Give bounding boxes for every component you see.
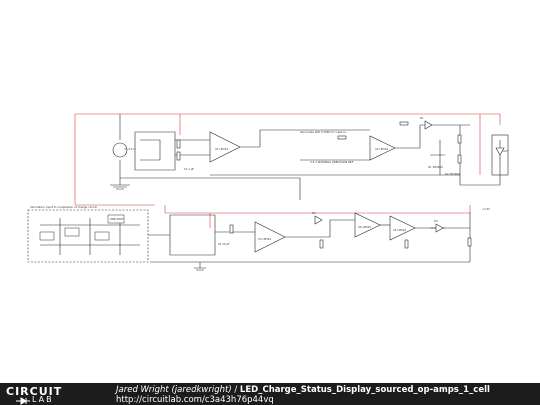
wire-opamp-u1-out [240, 129, 370, 148]
sim-block-2 [64, 227, 80, 237]
label-d2: D2 [312, 211, 316, 215]
simulation-box [27, 209, 149, 263]
label-u5: U5 LM324 [393, 228, 406, 232]
label-d3: D3 [434, 219, 438, 223]
wire-upper-main [120, 177, 301, 200]
diode-logo-icon [16, 397, 30, 405]
wire-transistor-q1 [430, 140, 445, 175]
circuitlab-logo[interactable]: CIRCUIT LAB [6, 385, 96, 405]
resistor-r1 [176, 139, 181, 149]
label-vcc: +3.3V [482, 207, 490, 211]
wire-upper-inner [140, 139, 161, 161]
wire-lower-main [148, 231, 255, 236]
resistor-r3 [337, 135, 347, 140]
footer-bar: CIRCUIT LAB Jared Wright (jaredkwright) … [0, 383, 540, 405]
led-output-box [491, 134, 509, 176]
logo-top-text: CIRCUIT [6, 385, 63, 398]
opamp-u2 [369, 135, 396, 161]
wire-opamp-u3-out [285, 219, 355, 238]
sim-block-4 [107, 214, 125, 224]
label-u3: U3 LM324 [258, 237, 271, 241]
resistor-r2 [176, 151, 181, 161]
circuit-title[interactable]: LED_Charge_Status_Display_sourced_op-amp… [239, 385, 490, 395]
resistor-r6 [457, 154, 462, 164]
sim-block-1 [39, 231, 55, 241]
label-u2: U2 LM324 [375, 147, 388, 151]
wire-opamp-u1-in [175, 139, 210, 156]
resistor-r7 [319, 239, 324, 249]
credit-separator: / [234, 385, 238, 395]
author-name[interactable]: Jared Wright (jaredkwright) [116, 385, 232, 395]
label-block-oneshot: ONE SHOT [110, 217, 124, 221]
diode-d2 [314, 215, 323, 225]
label-c1: C1 1 µF [184, 167, 194, 171]
power-rail-second [164, 205, 471, 214]
label-q2: Q2 2N3904 [445, 172, 460, 176]
note-simulation-box: Simulation input to completion of charge… [30, 205, 98, 209]
wire-lower-block [169, 214, 216, 256]
schematic-canvas: V1 3.3 V U1 LM324 U2 LM324 U3 LM324 U4 L… [27, 113, 509, 271]
voltage-source-v1 [112, 142, 128, 158]
label-out: OUT [503, 149, 509, 153]
resistor-r9 [467, 237, 472, 247]
resistor-r10 [404, 239, 409, 249]
label-u1: U1 LM324 [215, 147, 228, 151]
led-d3 [435, 223, 444, 233]
power-rail-top [75, 113, 501, 125]
wire-opamp-u5-out [415, 212, 471, 229]
logo-bottom-text: LAB [32, 395, 54, 404]
resistor-r8 [229, 224, 234, 234]
credit-line: Jared Wright (jaredkwright) / LED_Charge… [116, 385, 490, 395]
label-c2: C2 10 µF [218, 242, 230, 246]
sim-block-3 [94, 231, 110, 241]
resistor-r5 [457, 134, 462, 144]
opamp-u1 [209, 131, 241, 163]
resistor-r4 [399, 121, 409, 126]
opamp-u4 [354, 212, 381, 238]
note-reference: 2.5 V NOMINAL PRECISION REF [310, 160, 354, 164]
wire-opamp-u2-out [395, 124, 470, 149]
wire-ground-upper [110, 184, 130, 190]
label-u4: U4 LM324 [358, 225, 371, 229]
label-d1: D1 [420, 116, 424, 120]
wire-ground-lower [194, 262, 206, 271]
wire-sim-internal [40, 218, 140, 255]
opamp-u3 [254, 221, 286, 253]
circuit-url[interactable]: http://circuitlab.com/c3a43h76p44vq [116, 395, 274, 405]
wire-upper-block [134, 131, 176, 171]
opamp-u5 [389, 215, 416, 241]
led-d1 [424, 120, 433, 130]
circuit-schematic: V1 3.3 V U1 LM324 U2 LM324 U3 LM324 U4 L… [27, 113, 509, 271]
label-q1: Q1 2N3904 [428, 165, 443, 169]
led-output-symbol [495, 147, 505, 156]
note-fixed-threshold: Illuminate LED (FIXED) if input is... [300, 130, 348, 134]
label-v1: V1 3.3 V [124, 147, 135, 151]
